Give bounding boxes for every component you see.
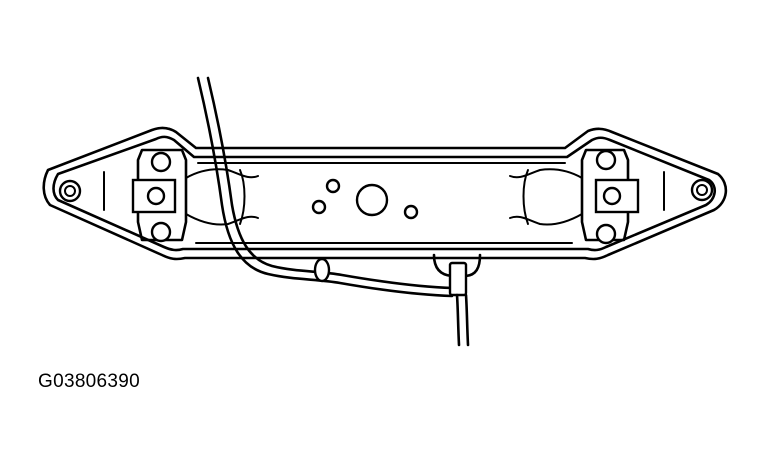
right-end-hole (690, 178, 714, 202)
left-mount-top-hole (150, 151, 172, 173)
right-mount-top-hole (595, 149, 617, 171)
left-end-hole (58, 179, 82, 203)
bracket-outer-outline (42, 126, 728, 261)
left-mount-center-hole (146, 186, 166, 206)
wire-connector (448, 261, 468, 297)
left-mount-bottom-hole (150, 221, 172, 243)
left-rib-upper (185, 168, 259, 179)
right-end-hole-inner (696, 184, 708, 196)
figure-id-label: G03806390 (38, 371, 141, 392)
wire-lead-down-right (464, 293, 470, 347)
right-rib-vertical (522, 169, 529, 225)
right-mount-center-hole (602, 186, 622, 206)
left-rib-lower (185, 213, 259, 226)
right-rib-lower (509, 213, 583, 226)
center-large-hole (355, 183, 389, 217)
wire-lead-down-left (455, 293, 461, 347)
right-mount-frame (580, 148, 630, 242)
bracket-inner-outline (52, 135, 716, 252)
center-small-hole-right (403, 204, 419, 220)
right-mount-bottom-hole (595, 223, 617, 245)
center-small-hole-top (325, 178, 341, 194)
left-end-hole-inner (64, 185, 76, 197)
wire-harness-inner (206, 76, 454, 290)
wire-harness-outer (196, 76, 454, 298)
center-small-hole-left (311, 199, 327, 215)
right-rib-upper (509, 168, 583, 179)
wire-clip (313, 257, 331, 283)
left-rib-vertical (239, 169, 246, 225)
